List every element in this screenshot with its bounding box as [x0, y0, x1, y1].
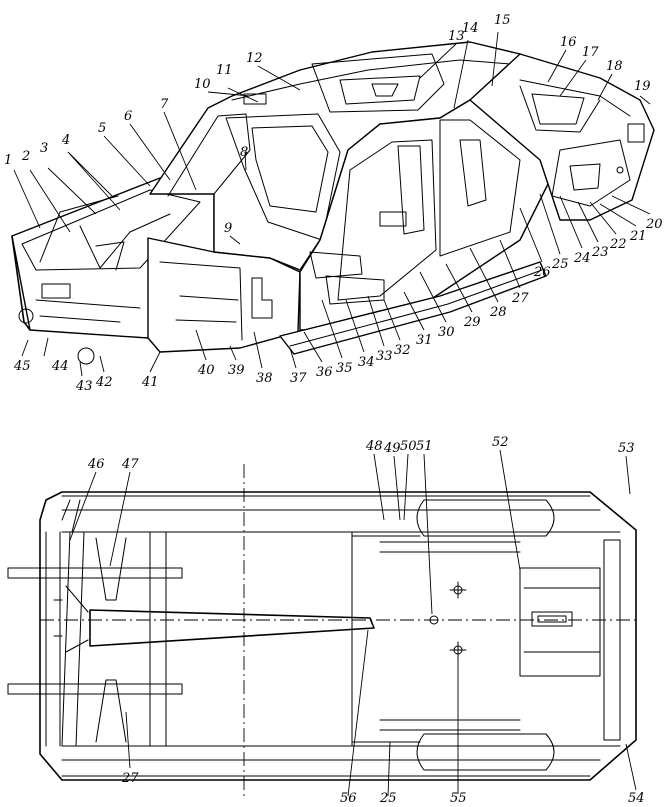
callout-41: 41 — [141, 375, 159, 390]
callout-33: 33 — [376, 349, 393, 364]
callout-7: 7 — [160, 97, 169, 112]
callout-1: 1 — [4, 153, 12, 168]
callout-4: 4 — [61, 133, 70, 148]
callout-10: 10 — [194, 77, 211, 92]
callout-21: 21 — [629, 229, 647, 244]
callout-48: 48 — [365, 439, 383, 454]
body-perspective-view — [11, 31, 655, 377]
callout-56: 56 — [340, 791, 357, 806]
callout-6: 6 — [124, 109, 132, 124]
callout-38: 38 — [256, 371, 273, 386]
callout-52: 52 — [492, 435, 509, 450]
callout-26: 26 — [533, 265, 551, 280]
callout-55: 55 — [450, 791, 467, 806]
floor-plan-view — [7, 449, 640, 800]
callout-12: 12 — [246, 51, 263, 66]
callout-16: 16 — [560, 35, 577, 50]
callout-42: 42 — [95, 375, 113, 390]
callout-31: 31 — [416, 333, 433, 348]
callout-40: 40 — [197, 363, 215, 378]
callout-36: 36 — [316, 365, 333, 380]
callout-37: 37 — [290, 371, 307, 386]
callout-29: 29 — [463, 315, 481, 330]
callout-5: 5 — [98, 121, 106, 136]
callout-14: 14 — [462, 21, 479, 36]
callout-13: 13 — [448, 29, 465, 44]
callout-25: 25 — [551, 257, 569, 272]
callout-2: 2 — [21, 149, 30, 164]
callout-27-plan: 27 — [121, 771, 139, 786]
callout-11: 11 — [216, 63, 233, 78]
callout-47: 47 — [121, 457, 139, 472]
callout-27: 27 — [511, 291, 529, 306]
callout-45: 45 — [13, 359, 31, 374]
callout-51: 51 — [416, 439, 433, 454]
callout-49: 49 — [383, 441, 401, 456]
callout-17: 17 — [582, 45, 599, 60]
callout-50: 50 — [400, 439, 417, 454]
callout-54: 54 — [628, 791, 645, 806]
callout-23: 23 — [591, 245, 609, 260]
callout-25-plan: 25 — [379, 791, 397, 806]
callout-24: 24 — [573, 251, 591, 266]
callout-39: 39 — [228, 363, 245, 378]
callout-22: 22 — [609, 237, 627, 252]
callout-28: 28 — [489, 305, 507, 320]
callout-9: 9 — [224, 221, 232, 236]
callout-46: 46 — [87, 457, 105, 472]
callout-35: 35 — [336, 361, 353, 376]
callout-15: 15 — [494, 13, 511, 28]
callout-34: 34 — [358, 355, 375, 370]
callout-53: 53 — [618, 441, 635, 456]
callout-43: 43 — [75, 379, 93, 394]
callout-3: 3 — [40, 141, 48, 156]
callout-44: 44 — [51, 359, 69, 374]
callout-19: 19 — [634, 79, 651, 94]
callout-18: 18 — [606, 59, 623, 74]
callout-8: 8 — [240, 145, 248, 160]
callout-20: 20 — [645, 217, 663, 232]
callout-30: 30 — [438, 325, 455, 340]
callout-32: 32 — [394, 343, 411, 358]
callout-labels: 1 2 3 4 5 6 7 8 9 10 11 12 13 14 15 16 1… — [4, 13, 663, 806]
